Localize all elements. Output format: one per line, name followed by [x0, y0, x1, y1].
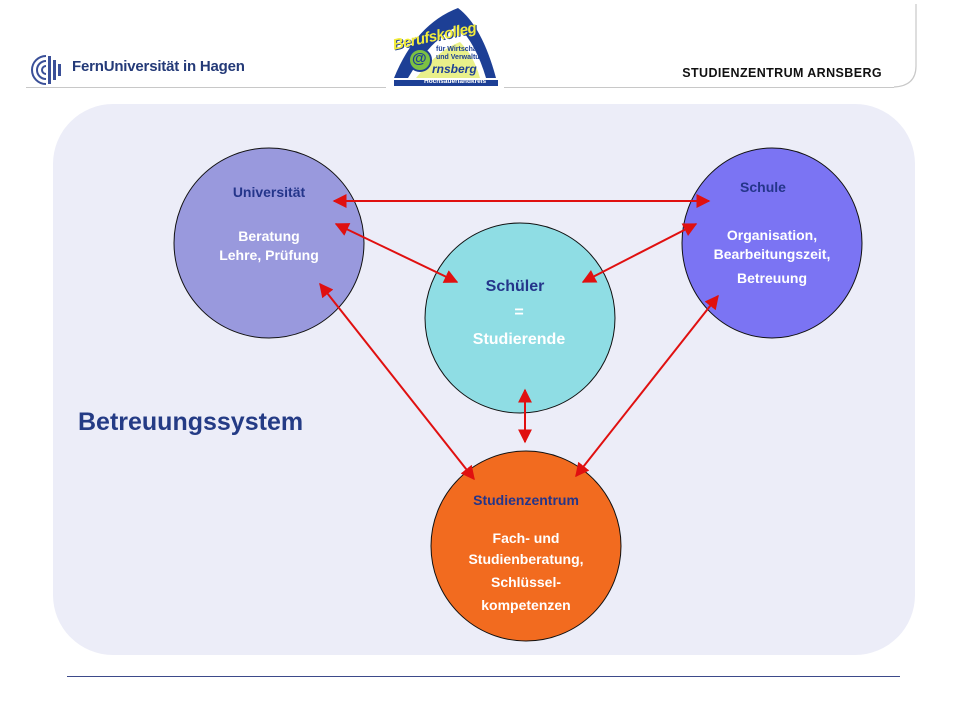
- berufskolleg-city: rnsberg: [432, 62, 477, 76]
- footer-divider: [67, 676, 900, 677]
- schueler-line-3: Studierende: [472, 331, 566, 348]
- schule-line-1: Organisation,: [726, 227, 818, 243]
- betreuungssystem-label: Betreuungssystem: [78, 408, 304, 436]
- arrow-schule-studienzentrum: [575, 294, 719, 478]
- arrow-universitaet-schueler: [334, 223, 459, 283]
- universitaet-title: Universität: [232, 184, 306, 200]
- arrow-universitaet-studienzentrum: [319, 282, 475, 481]
- schueler-line-2: =: [514, 304, 524, 321]
- berufskolleg-region: Hochsauerlandkreis: [424, 78, 487, 85]
- arrow-schule-schueler: [581, 223, 698, 283]
- berufskolleg-emblem-icon: [394, 8, 498, 86]
- fernuniversitaet-logo: FernUniversität in Hagen: [26, 50, 246, 90]
- universitaet-line-2: Lehre, Prüfung: [219, 247, 319, 263]
- berufskolleg-subtitle-1: für Wirtschaft: [436, 46, 482, 53]
- header-divider-left: [26, 87, 386, 88]
- page-title: STUDIENZENTRUM ARNSBERG: [682, 66, 882, 80]
- berufskolleg-subtitle-2: und Verwaltung: [436, 54, 489, 61]
- universitaet-line-1: Beratung: [238, 228, 300, 244]
- schule-title: Schule: [740, 179, 786, 195]
- studienzentrum-line-3: Schlüssel-: [490, 574, 562, 590]
- studienzentrum-circle: [430, 450, 622, 642]
- header-corner-curve: [886, 4, 926, 88]
- schule-line-3: Betreuung: [737, 270, 807, 286]
- studienzentrum-line-1: Fach- und: [492, 530, 560, 546]
- fernuni-circle-icon: [31, 55, 61, 85]
- studienzentrum-line-2: Studienberatung,: [468, 551, 584, 567]
- fernuni-logo-text: FernUniversität in Hagen: [72, 58, 245, 75]
- studienzentrum-title: Studienzentrum: [473, 492, 579, 508]
- berufskolleg-at-sign: @: [412, 50, 427, 67]
- schule-line-2: Bearbeitungszeit,: [713, 246, 831, 262]
- berufskolleg-logo: Berufskolleg für Wirtschaft und Verwaltu…: [386, 4, 504, 88]
- header-divider-right: [504, 87, 894, 88]
- schueler-line-1: Schüler: [485, 278, 545, 295]
- studienzentrum-line-4: kompetenzen: [481, 597, 571, 613]
